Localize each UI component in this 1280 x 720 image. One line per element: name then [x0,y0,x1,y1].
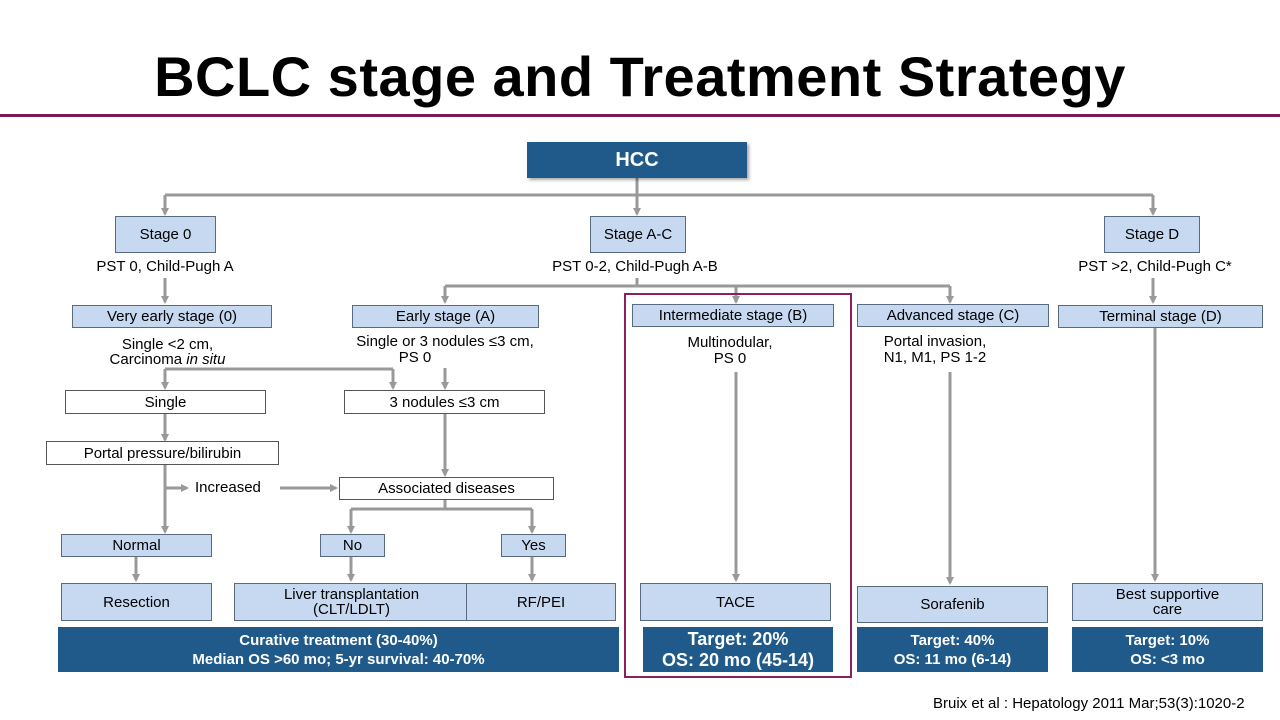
early-stage-label: Early stage (A) [395,308,496,325]
stage-0-label: Stage 0 [139,226,192,243]
resection-box: Resection [61,583,212,621]
portal-pressure-box: Portal pressure/bilirubin [46,441,279,465]
stage-d-label: Stage D [1124,226,1180,243]
stage-ac-criteria: PST 0-2, Child-Pugh A-B [552,258,718,275]
advanced-desc-line2: N1, M1, PS 1-2 [883,349,987,366]
best-supportive-care-line2: care [1152,601,1183,618]
advanced-desc: Portal invasion, N1, M1, PS 1-2 [860,334,1010,366]
sorafenib-outcome-line2: OS: 11 mo (6-14) [893,650,1012,668]
early-desc: Single or 3 nodules ≤3 cm, PS 0 [330,334,560,366]
tace-outcome-line1: Target: 20% [687,628,789,649]
tace-outcome-line2: OS: 20 mo (45-14) [661,649,815,670]
advanced-stage-box: Advanced stage (C) [857,304,1049,327]
single-box: Single [65,390,266,414]
sorafenib-outcome-box: Target: 40% OS: 11 mo (6-14) [857,627,1048,672]
advanced-stage-label: Advanced stage (C) [886,307,1020,324]
tace-outcome-box: Target: 20% OS: 20 mo (45-14) [643,627,833,672]
curative-outcome-line2: Median OS >60 mo; 5-yr survival: 40-70% [192,650,485,668]
terminal-stage-box: Terminal stage (D) [1058,305,1263,328]
three-nodules-label: 3 nodules ≤3 cm [389,393,500,411]
stage-ac-box: Stage A-C [590,216,686,253]
associated-diseases-box: Associated diseases [339,477,554,500]
tace-label: TACE [716,593,755,611]
title-rule [0,114,1280,117]
liver-transplant-box: Liver transplantation (CLT/LDLT) [234,583,469,621]
liver-transplant-line2: (CLT/LDLT) [313,601,390,618]
intermediate-stage-box: Intermediate stage (B) [632,304,834,327]
liver-transplant-line1: Liver transplantation [283,586,420,603]
tace-box: TACE [640,583,831,621]
intermediate-desc-line2: PS 0 [713,350,747,367]
curative-outcome-box: Curative treatment (30-40%) Median OS >6… [58,627,619,672]
increased-label: Increased [195,479,261,496]
very-early-desc-italic: in situ [186,351,226,368]
sorafenib-box: Sorafenib [857,586,1048,623]
portal-pressure-label: Portal pressure/bilirubin [83,444,242,462]
yes-label: Yes [521,537,546,554]
normal-box: Normal [61,534,212,557]
terminal-stage-label: Terminal stage (D) [1099,308,1222,325]
resection-label: Resection [103,593,170,611]
very-early-desc-line1: Single <2 cm, [121,336,214,353]
associated-diseases-label: Associated diseases [378,480,515,497]
citation: Bruix et al : Hepatology 2011 Mar;53(3):… [933,695,1245,712]
sorafenib-label: Sorafenib [920,596,985,613]
early-desc-line1: Single or 3 nodules ≤3 cm, [356,333,534,350]
three-nodules-box: 3 nodules ≤3 cm [344,390,545,414]
bsc-outcome-line1: Target: 10% [1125,631,1210,649]
no-label: No [342,537,363,554]
very-early-desc-line2: Carcinoma in situ [55,352,280,367]
single-label: Single [144,393,187,411]
rf-pei-box: RF/PEI [466,583,616,621]
stage-d-criteria: PST >2, Child-Pugh C* [1078,258,1232,275]
normal-label: Normal [112,537,161,554]
intermediate-desc-line1: Multinodular, [687,334,773,351]
bsc-outcome-box: Target: 10% OS: <3 mo [1072,627,1263,672]
no-box: No [320,534,385,557]
very-early-stage-box: Very early stage (0) [72,305,272,328]
curative-outcome-line1: Curative treatment (30-40%) [239,631,438,649]
stage-ac-label: Stage A-C [603,226,673,243]
sorafenib-outcome-line1: Target: 40% [910,631,995,649]
stage-0-criteria: PST 0, Child-Pugh A [96,258,234,275]
very-early-stage-label: Very early stage (0) [106,308,238,325]
intermediate-highlight-frame [624,293,852,678]
early-desc-line2: PS 0 [398,349,432,366]
yes-box: Yes [501,534,566,557]
early-stage-box: Early stage (A) [352,305,539,328]
rf-pei-label: RF/PEI [516,593,566,611]
bsc-outcome-line2: OS: <3 mo [1130,650,1205,668]
hcc-label: HCC [615,148,659,171]
very-early-desc: Single <2 cm, Carcinoma in situ [55,337,280,367]
very-early-desc-prefix: Carcinoma [109,351,187,368]
stage-d-box: Stage D [1104,216,1200,253]
advanced-desc-line1: Portal invasion, [883,333,987,350]
page-title: BCLC stage and Treatment Strategy [154,45,1126,108]
best-supportive-care-line1: Best supportive [1115,586,1220,603]
stage-0-box: Stage 0 [115,216,216,253]
best-supportive-care-box: Best supportive care [1072,583,1263,621]
intermediate-desc: Multinodular, PS 0 [640,335,820,367]
hcc-root-box: HCC [527,142,747,178]
intermediate-stage-label: Intermediate stage (B) [658,307,808,324]
